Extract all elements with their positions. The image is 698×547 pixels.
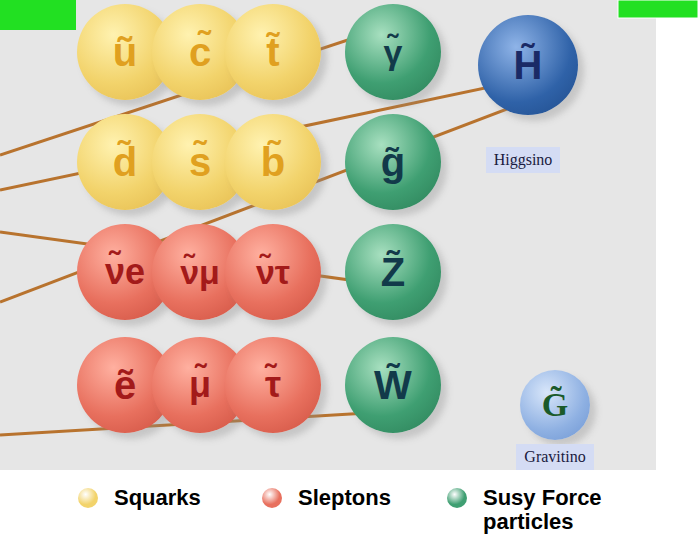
legend-item: Sleptons [262,484,397,512]
legend-label: Squarks [108,484,207,512]
particle-symbol: ν̃τ [225,224,321,320]
particle-symbol: G̃ [520,370,590,440]
symbol-run: γ̃ [384,35,403,69]
green-bar-edge [618,0,698,18]
particle-ball: g̃ [345,114,441,210]
legend-label: Sleptons [292,484,397,512]
symbol-run: ν̃e [105,254,145,290]
symbol-run: W̃ [374,365,412,405]
green-tab [0,0,76,30]
legend-item: Susy Force particles [447,484,694,536]
symbol-run: c̃ [189,32,211,72]
legend-item: Squarks [78,484,207,512]
symbol-run: ν̃μ [180,255,220,289]
legend-swatch [262,488,282,508]
particle-ball: t̃ [225,4,321,100]
particle-symbol: g̃ [345,114,441,210]
symbol-run: g̃ [381,142,405,182]
legend-swatch [447,488,467,508]
particle-ball: b̃ [225,114,321,210]
symbol-run: ũ [113,32,137,72]
legend-swatch [78,488,98,508]
particle-ball: γ̃ [345,4,441,100]
particle-ball-large: G̃Gravitino [520,370,590,440]
particle-symbol: H̃ [478,15,578,115]
symbol-run: d̃ [113,142,137,182]
symbol-run: H̃ [514,45,543,85]
grey-panel [0,0,656,547]
particle-ball: ν̃τ [225,224,321,320]
symbol-run: t̃ [266,32,279,72]
name-label: Higgsino [486,147,561,173]
symbol-run: s̃ [189,142,211,182]
symbol-run: τ̃ [265,367,281,403]
particle-symbol: Z̃ [345,224,441,320]
symbol-run: G̃ [542,388,568,422]
symbol-run: ν̃τ [256,255,290,289]
particle-ball: W̃ [345,337,441,433]
symbol-run: ẽ [114,365,136,405]
particle-symbol: t̃ [225,4,321,100]
particle-ball-large: H̃Higgsino [478,15,578,115]
symbol-run: b̃ [261,142,285,182]
name-label: Gravitino [516,444,593,470]
legend-label: Susy Force particles [477,484,694,536]
particle-symbol: b̃ [225,114,321,210]
green-bar [618,0,698,18]
particle-symbol: W̃ [345,337,441,433]
particle-symbol: τ̃ [225,337,321,433]
symbol-run: Z̃ [381,252,405,292]
particle-symbol: γ̃ [345,4,441,100]
particle-ball: τ̃ [225,337,321,433]
symbol-run: μ̃ [189,367,211,403]
particle-ball: Z̃ [345,224,441,320]
